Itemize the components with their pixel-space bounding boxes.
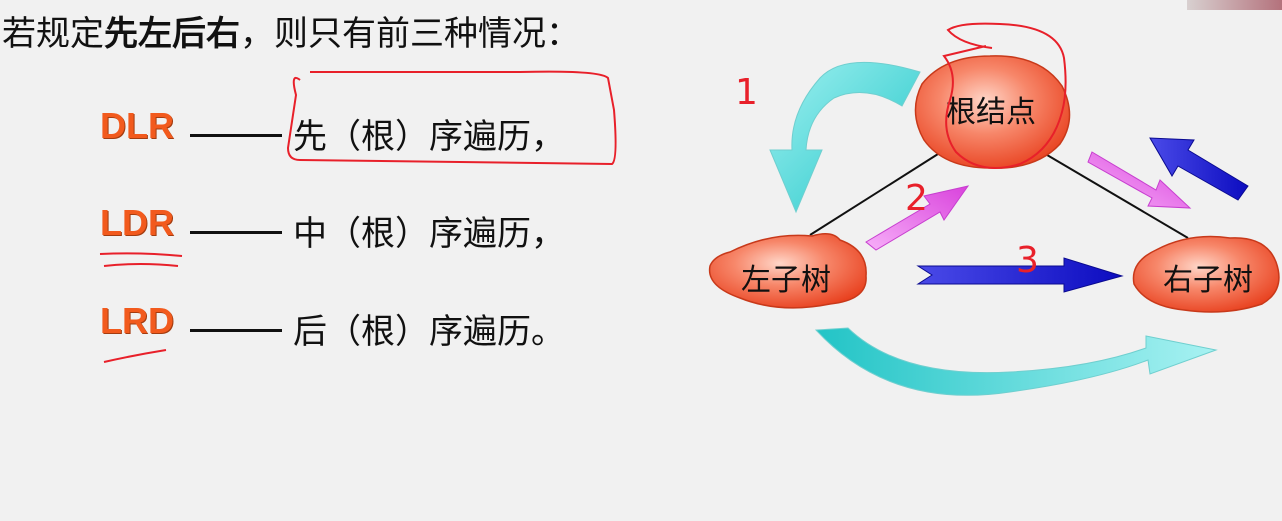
- traversal-code: LDR: [100, 202, 174, 243]
- edge-root-left: [809, 153, 939, 236]
- root-node-label: 根结点: [946, 95, 1036, 130]
- blue-arrow-left-to-right: [916, 257, 1124, 293]
- traversal-description: 后（根）序遍历。: [293, 312, 565, 352]
- title-prefix: 若规定: [2, 14, 104, 54]
- traversal-description: 先（根）序遍历，: [293, 117, 565, 157]
- annotation-underline-lrd: [103, 349, 167, 363]
- step-number-3: 3: [1016, 240, 1039, 281]
- title-suffix: ，则只有前三种情况：: [240, 14, 580, 54]
- dash-separator: [190, 134, 282, 137]
- right-subtree-node: [1132, 235, 1280, 313]
- annotation-circle-root: [942, 22, 1067, 169]
- blue-arrow-right-to-root: [1149, 137, 1249, 201]
- cyan-arrow-root-to-left: [769, 61, 921, 214]
- annotation-box-dlr: [286, 70, 617, 166]
- dash-separator: [190, 329, 282, 332]
- window-corner-decoration: [1187, 0, 1282, 10]
- left-subtree-label: 左子树: [741, 263, 831, 298]
- traversal-code: DLR: [100, 105, 174, 146]
- cyan-arrow-left-to-right: [814, 327, 1218, 396]
- left-subtree-node: [708, 233, 867, 309]
- traversal-code: LRD: [100, 300, 174, 341]
- magenta-arrow-left-to-root: [865, 185, 970, 251]
- magenta-arrow-root-to-right: [1087, 151, 1192, 209]
- dash-separator: [190, 231, 282, 234]
- edge-root-right: [1041, 151, 1189, 239]
- step-number-1: 1: [735, 72, 758, 113]
- right-subtree-label: 右子树: [1163, 263, 1253, 298]
- slide-title: 若规定先左后右，则只有前三种情况：: [2, 12, 580, 56]
- step-number-2: 2: [905, 178, 928, 219]
- title-bold: 先左后右: [104, 14, 240, 54]
- annotation-underline-ldr: [99, 252, 183, 267]
- traversal-description: 中（根）序遍历，: [293, 214, 565, 254]
